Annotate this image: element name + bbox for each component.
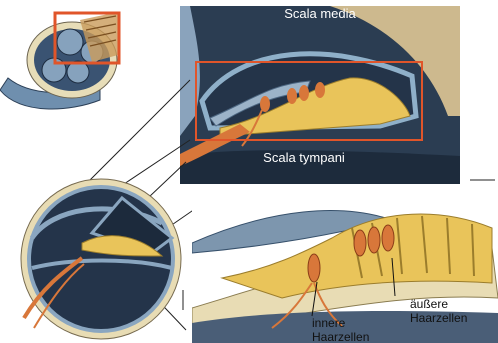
label-outer-hair-cells-line1: äußere: [410, 297, 448, 311]
label-outer-hair-cells-line2: Haarzellen: [410, 311, 467, 325]
organ-of-corti-detail: innere Haarzellen äußere Haarzellen: [192, 198, 498, 343]
label-inner-hair-cells-line2: Haarzellen: [312, 330, 369, 343]
cochlea-cross-section: [12, 178, 190, 340]
label-inner-hair-cells-line1: innere: [312, 316, 346, 330]
